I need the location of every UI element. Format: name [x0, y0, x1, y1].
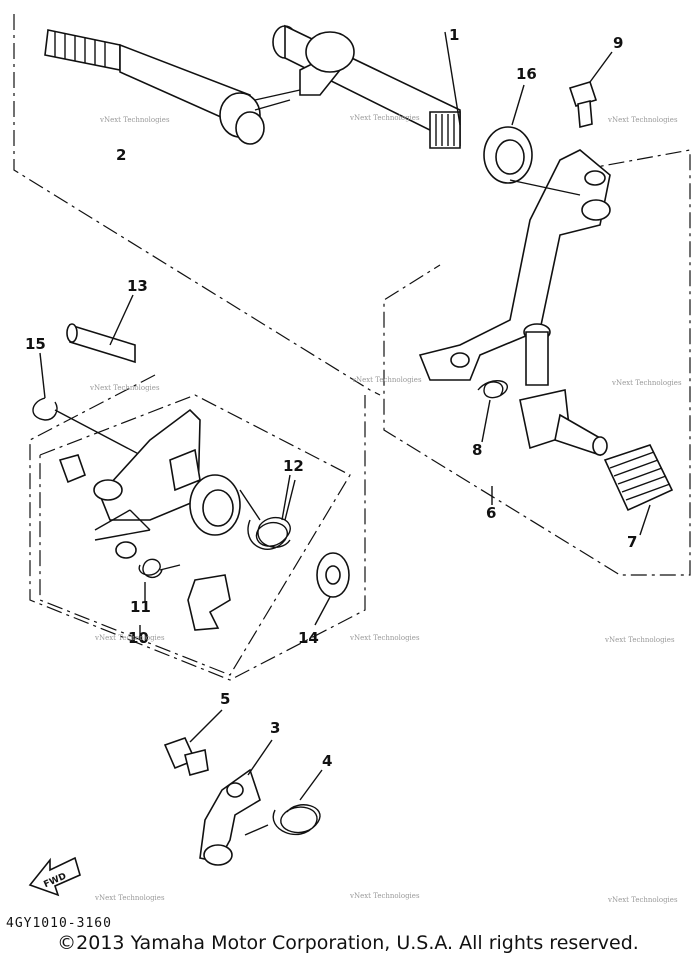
bolt-part-5[interactable] — [163, 709, 223, 776]
bolt-part-9[interactable] — [568, 51, 613, 129]
spring-part-4[interactable] — [244, 769, 323, 836]
watermark: vNext Technologies — [604, 636, 675, 644]
part-number-callouts: 1 2 3 4 5 6 7 8 9 10 11 12 13 14 15 16 — [25, 26, 637, 770]
stopper-arm-part-3[interactable] — [199, 739, 273, 866]
shift-shaft-part-1[interactable] — [272, 24, 461, 149]
watermark: vNext Technologies — [611, 379, 682, 387]
callout-2: 2 — [116, 146, 126, 164]
callout-1: 1 — [449, 26, 459, 44]
shift-shaft-part-2[interactable] — [44, 29, 301, 145]
watermark: vNext Technologies — [351, 376, 422, 384]
callout-15: 15 — [25, 335, 46, 353]
callout-12: 12 — [283, 457, 304, 475]
callout-14: 14 — [298, 629, 319, 647]
pedal-rubber-part-7[interactable] — [603, 444, 674, 536]
spring-part-8[interactable] — [477, 380, 508, 443]
watermark: vNext Technologies — [607, 896, 678, 904]
shift-pedal-part-6[interactable] — [418, 149, 611, 505]
watermark: vNext Technologies — [94, 634, 165, 642]
pedal-pivot[interactable] — [519, 323, 608, 457]
watermark: vNext Technologies — [349, 634, 420, 642]
callout-8: 8 — [472, 441, 482, 459]
callout-3: 3 — [270, 719, 280, 737]
shift-arm-assembly[interactable] — [58, 408, 241, 541]
circlip-part-15[interactable] — [32, 352, 151, 461]
callout-7: 7 — [627, 533, 637, 551]
spring-part-11[interactable] — [115, 541, 181, 602]
stopper-group-outline — [29, 374, 366, 681]
copyright-notice: ©2013 Yamaha Motor Corporation, U.S.A. A… — [57, 932, 639, 954]
callout-9: 9 — [613, 34, 623, 52]
stopper-lever[interactable] — [187, 574, 231, 631]
callout-13: 13 — [127, 277, 148, 295]
watermark: vNext Technologies — [349, 892, 420, 900]
forward-direction-arrow: FWD — [28, 856, 81, 897]
callout-6: 6 — [486, 504, 496, 522]
callout-5: 5 — [220, 690, 230, 708]
watermark: vNext Technologies — [89, 384, 160, 392]
oil-seal-part-16[interactable] — [483, 84, 533, 184]
spring-part-12[interactable] — [239, 474, 296, 550]
callout-16: 16 — [516, 65, 537, 83]
callout-10: 10 — [128, 629, 149, 647]
inner-group-outline — [39, 394, 351, 676]
diagram-code: 4GY1010-3160 — [6, 916, 112, 931]
callout-4: 4 — [322, 752, 332, 770]
watermark-layer: vNext Technologies vNext Technologies vN… — [89, 114, 682, 904]
watermark: vNext Technologies — [349, 114, 420, 122]
shaft-group-outline — [13, 14, 381, 396]
washer-part-14[interactable] — [314, 552, 350, 626]
watermark: vNext Technologies — [94, 894, 165, 902]
watermark: vNext Technologies — [607, 116, 678, 124]
watermark: vNext Technologies — [99, 116, 170, 124]
callout-11: 11 — [130, 598, 151, 616]
pin-part-13[interactable] — [66, 294, 136, 364]
